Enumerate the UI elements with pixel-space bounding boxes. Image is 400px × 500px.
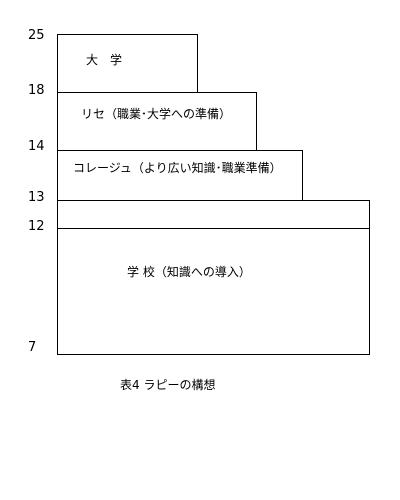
stage-box-lycee: リセ（職業･大学への準備） <box>57 92 257 151</box>
age-label-12: 12 <box>28 219 45 234</box>
age-label-25: 25 <box>28 28 45 43</box>
stage-box-school: 学 校（知識への導入） <box>57 228 370 355</box>
stage-box-transition <box>57 200 370 229</box>
age-label-13: 13 <box>28 190 45 205</box>
age-label-18: 18 <box>28 83 45 98</box>
stage-label-lycee: リセ（職業･大学への準備） <box>81 107 232 121</box>
figure-caption: 表4 ラピーの構想 <box>120 378 216 392</box>
stage-label-school: 学 校（知識への導入） <box>127 265 251 279</box>
stage-box-university: 大 学 <box>57 34 198 93</box>
age-label-14: 14 <box>28 139 45 154</box>
stage-label-university: 大 学 <box>86 53 123 67</box>
stage-label-college: コレージュ（より広い知識･職業準備） <box>73 161 282 175</box>
stage-box-college: コレージュ（より広い知識･職業準備） <box>57 150 303 201</box>
age-label-7: 7 <box>28 340 37 355</box>
